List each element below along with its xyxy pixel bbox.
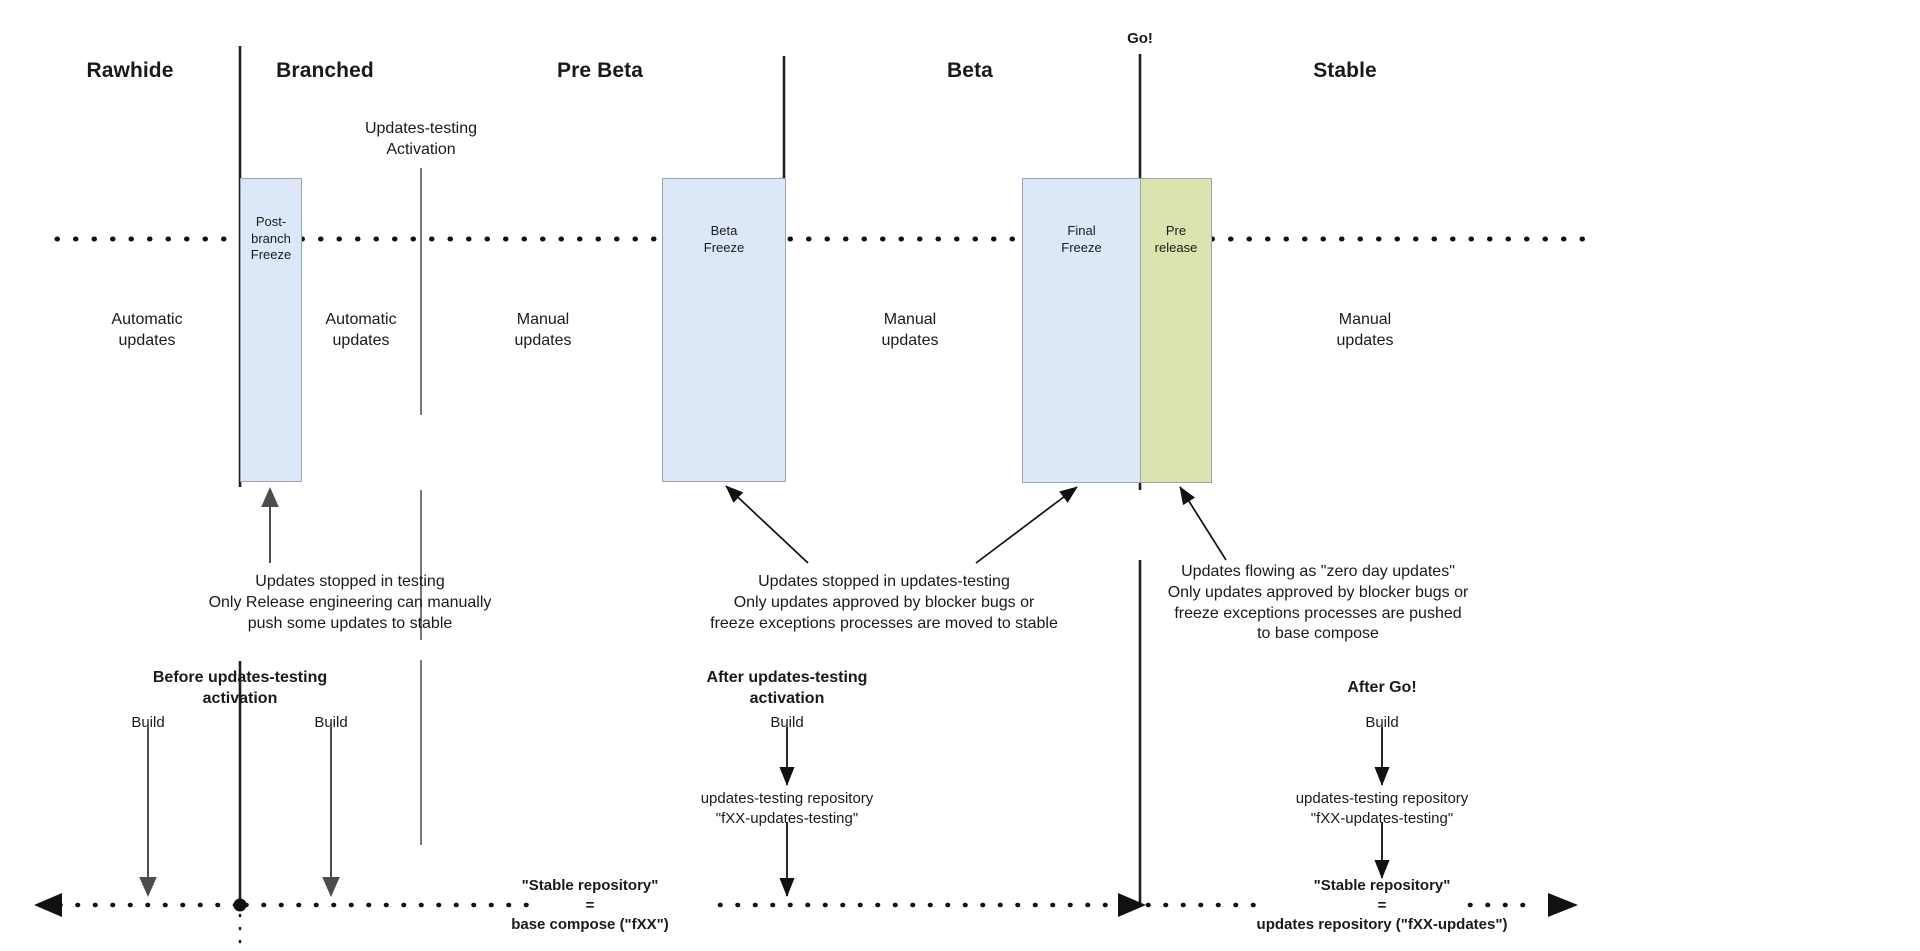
updates-mode-pre-beta: Manual updates: [514, 311, 572, 349]
note-pre-release: Updates flowing as "zero day updates" On…: [1167, 563, 1469, 643]
milestone-label-updates-testing-activation: Updates-testing Activation: [364, 120, 478, 158]
freeze-box-pre-release: [1140, 178, 1212, 483]
phase-title-stable: Stable: [1313, 59, 1377, 82]
flow-before-activation-build-left: Build: [131, 714, 165, 731]
freeze-box-label-pre-release: Pre release: [1154, 223, 1198, 255]
note-beta-final-freeze: Updates stopped in updates-testing Only …: [710, 573, 1058, 632]
flow-after-activation-stable-repository: "Stable repository" = base compose ("fXX…: [511, 877, 669, 933]
phase-title-beta: Beta: [947, 59, 993, 82]
flow-heading-after-activation: After updates-testing activation: [706, 669, 868, 707]
updates-mode-beta: Manual updates: [881, 311, 939, 349]
flow-heading-before-activation: Before updates-testing activation: [152, 669, 328, 707]
flow-after-activation-build: Build: [770, 714, 804, 731]
flow-after-go-stable-repository: "Stable repository" = updates repository…: [1256, 877, 1508, 933]
updates-mode-stable: Manual updates: [1336, 311, 1394, 349]
flow-after-go-updates-testing-repo: updates-testing repository "fXX-updates-…: [1295, 790, 1469, 827]
callout-arrow-final-freeze: [975, 486, 1078, 564]
flow-heading-after-go: After Go!: [1347, 679, 1417, 696]
freeze-box-label-beta-freeze: Beta Freeze: [703, 223, 745, 255]
freeze-box-label-post-branch-freeze: Post- branch Freeze: [250, 214, 292, 263]
freeze-box-beta-freeze: [662, 178, 786, 482]
flow-after-go-build: Build: [1365, 714, 1399, 731]
updates-mode-rawhide: Automatic updates: [111, 311, 183, 349]
flow-before-activation-build-right: Build: [314, 714, 348, 731]
phase-title-pre-beta: Pre Beta: [556, 59, 643, 82]
note-post-branch-freeze: Updates stopped in testing Only Release …: [208, 573, 492, 632]
milestone-label-go: Go!: [1127, 30, 1153, 47]
freeze-box-post-branch-freeze: [240, 178, 302, 482]
callout-arrow-pre-release: [1179, 486, 1227, 561]
freeze-box-label-final-freeze: Final Freeze: [1061, 223, 1102, 255]
phase-title-branched: Branched: [276, 59, 374, 82]
callout-arrow-beta-freeze: [725, 485, 809, 564]
updates-mode-branched: Automatic updates: [325, 311, 397, 349]
flow-after-activation-updates-testing-repo: updates-testing repository "fXX-updates-…: [700, 790, 874, 827]
phase-title-rawhide: Rawhide: [86, 59, 174, 82]
